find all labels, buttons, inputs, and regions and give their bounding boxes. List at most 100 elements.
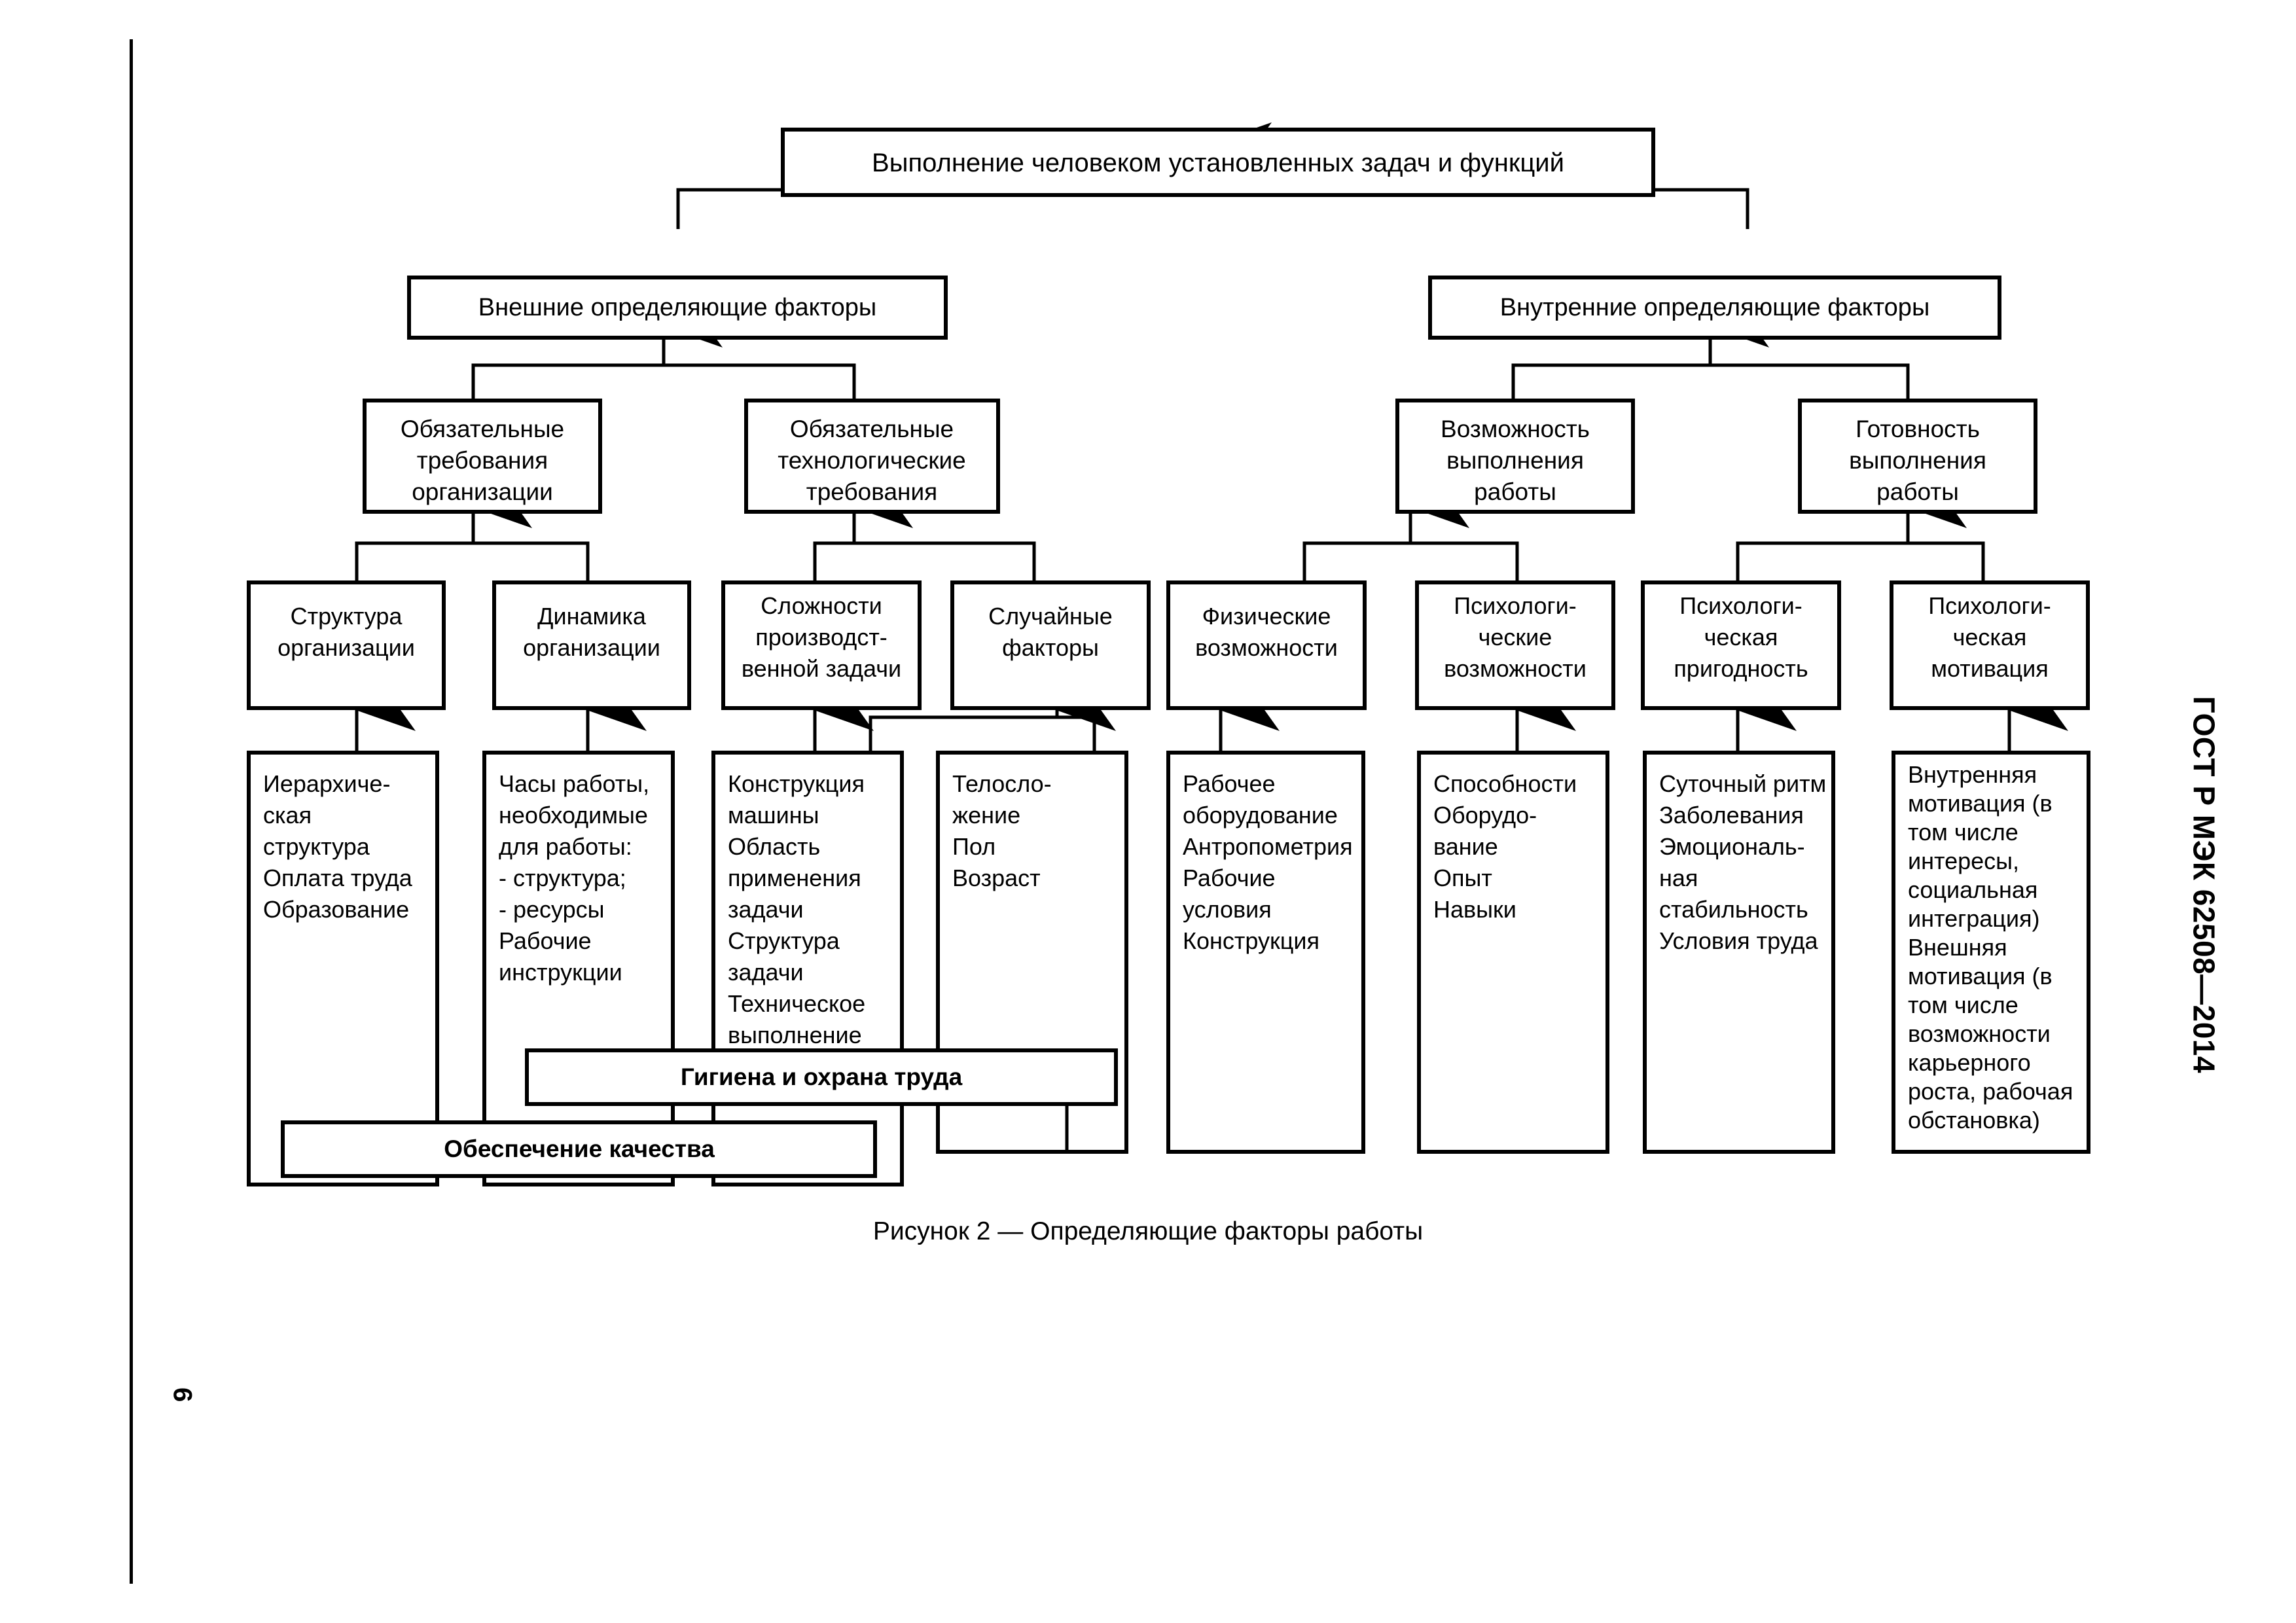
node-psychological-capabilities-line-1: Психологи- bbox=[1454, 592, 1576, 619]
leaf-2-line-5: - ресурсы bbox=[499, 896, 605, 923]
leaf-psychological-capabilities-details[interactable]: Способности Оборудо- вание Опыт Навыки bbox=[1417, 751, 1609, 1154]
node-root[interactable]: Выполнение человеком установленных задач… bbox=[781, 128, 1655, 197]
node-random-factors-line-1: Случайные bbox=[988, 603, 1113, 630]
leaf-7-line-2: Заболевания bbox=[1659, 802, 1804, 829]
leaf-8-line-9: том числе bbox=[1908, 991, 2018, 1018]
node-org-requirements[interactable]: Обязательные требования организации bbox=[363, 399, 602, 514]
node-psychological-motivation-line-2: ческая bbox=[1953, 624, 2027, 651]
node-capability-line-1: Возможность bbox=[1441, 416, 1590, 442]
connector-leaf-arrows bbox=[350, 685, 2068, 753]
leaf-4-line-3: Пол bbox=[952, 833, 996, 860]
leaf-8-line-8: мотивация (в bbox=[1908, 963, 2053, 990]
node-random-factors-line-2: факторы bbox=[1002, 634, 1099, 661]
leaf-1-line-4: Оплата труда bbox=[263, 865, 413, 891]
node-random-factors[interactable]: Случайные факторы bbox=[950, 580, 1151, 710]
leaf-2-line-6: Рабочие bbox=[499, 927, 592, 954]
leaf-4-line-4: Возраст bbox=[952, 865, 1041, 891]
leaf-6-line-5: Навыки bbox=[1433, 896, 1516, 923]
leaf-8-line-13: обстановка) bbox=[1908, 1107, 2040, 1133]
node-internal-factors-label: Внутренние определяющие факторы bbox=[1500, 294, 1930, 321]
node-task-complexity-line-2: производст- bbox=[755, 624, 888, 651]
leaf-2-line-7: инструкции bbox=[499, 959, 622, 986]
overlay-bar-quality-label: Обеспечение качества bbox=[444, 1135, 715, 1162]
leaf-7-line-1: Суточный ритм bbox=[1659, 770, 1826, 797]
leaf-7-line-6: Условия труда bbox=[1659, 927, 1819, 954]
leaf-4-line-2: жение bbox=[952, 802, 1020, 829]
leaf-psychological-aptitude-details[interactable]: Суточный ритм Заболевания Эмоциональ- на… bbox=[1643, 751, 1835, 1154]
leaf-8-line-10: возможности bbox=[1908, 1020, 2051, 1047]
leaf-6-line-2: Оборудо- bbox=[1433, 802, 1537, 829]
node-task-complexity-line-1: Сложности bbox=[761, 592, 882, 619]
leaf-1-line-5: Образование bbox=[263, 896, 409, 923]
leaf-3-line-4: применения bbox=[728, 865, 861, 891]
standard-side-label: ГОСТ Р МЭК 62508—2014 bbox=[2187, 696, 2221, 1073]
node-tech-requirements-line-3: требования bbox=[806, 478, 937, 505]
overlay-bar-quality[interactable]: Обеспечение качества bbox=[281, 1120, 877, 1178]
connector-tech-requirements bbox=[813, 482, 1036, 586]
node-readiness-line-2: выполнения bbox=[1849, 447, 1986, 474]
leaf-psychological-motivation-details[interactable]: Внутренняя мотивация (в том числе интере… bbox=[1892, 751, 2090, 1154]
leaf-physical-capabilities-details[interactable]: Рабочее оборудование Антропометрия Рабоч… bbox=[1166, 751, 1365, 1154]
figure-caption: Рисунок 2 — Определяющие факторы работы bbox=[872, 1217, 1424, 1245]
node-psychological-aptitude[interactable]: Психологи- ческая пригодность bbox=[1641, 580, 1841, 710]
leaf-5-line-5: условия bbox=[1183, 896, 1272, 923]
node-psychological-motivation-line-3: мотивация bbox=[1931, 655, 2049, 682]
node-capability[interactable]: Возможность выполнения работы bbox=[1395, 399, 1635, 514]
leaf-2-line-2: необходимые bbox=[499, 802, 648, 829]
leaf-5-line-2: оборудование bbox=[1183, 802, 1338, 829]
node-readiness[interactable]: Готовность выполнения работы bbox=[1798, 399, 2037, 514]
node-physical-capabilities[interactable]: Физические возможности bbox=[1166, 580, 1367, 710]
node-psychological-aptitude-line-2: ческая bbox=[1704, 624, 1778, 651]
leaf-3-line-5: задачи bbox=[728, 896, 804, 923]
leaf-3-line-8: Техническое bbox=[728, 990, 865, 1017]
node-org-dynamics[interactable]: Динамика организации bbox=[492, 580, 691, 710]
node-internal-factors[interactable]: Внутренние определяющие факторы bbox=[1428, 276, 2001, 340]
leaf-task-complexity-details[interactable]: Конструкция машины Область применения за… bbox=[711, 751, 904, 1186]
overlay-bar-hygiene[interactable]: Гигиена и охрана труда bbox=[525, 1048, 1118, 1106]
node-org-dynamics-line-1: Динамика bbox=[537, 603, 647, 630]
page-number: 9 bbox=[169, 1387, 198, 1402]
node-psychological-capabilities-line-2: ческие bbox=[1479, 624, 1552, 651]
leaf-7-line-4: ная bbox=[1659, 865, 1698, 891]
node-readiness-line-3: работы bbox=[1876, 478, 1959, 505]
node-org-dynamics-line-2: организации bbox=[523, 634, 660, 661]
connector-org-requirements bbox=[355, 482, 590, 586]
overlay-bar-hygiene-label: Гигиена и охрана труда bbox=[681, 1063, 963, 1090]
node-psychological-capabilities-line-3: возможности bbox=[1444, 655, 1587, 682]
leaf-org-structure-details[interactable]: Иерархиче- ская структура Оплата труда О… bbox=[247, 751, 439, 1186]
connector-hygiene-elbow bbox=[1065, 1104, 1116, 1154]
node-psychological-capabilities[interactable]: Психологи- ческие возможности bbox=[1415, 580, 1615, 710]
leaf-7-line-5: стабильность bbox=[1659, 896, 1808, 923]
node-org-structure-line-2: организации bbox=[278, 634, 415, 661]
node-tech-requirements-line-2: технологические bbox=[778, 447, 966, 474]
leaf-2-line-3: для работы: bbox=[499, 833, 632, 860]
leaf-1-line-2: ская bbox=[263, 802, 312, 829]
node-tech-requirements[interactable]: Обязательные технологические требования bbox=[744, 399, 1000, 514]
leaf-8-line-3: том числе bbox=[1908, 819, 2018, 846]
node-capability-line-3: работы bbox=[1474, 478, 1556, 505]
leaf-5-line-1: Рабочее bbox=[1183, 770, 1276, 797]
node-root-label: Выполнение человеком установленных задач… bbox=[872, 149, 1564, 177]
leaf-2-line-1: Часы работы, bbox=[499, 770, 649, 797]
node-readiness-line-1: Готовность bbox=[1856, 416, 1980, 442]
leaf-8-line-2: мотивация (в bbox=[1908, 790, 2053, 817]
leaf-1-line-3: структура bbox=[263, 833, 370, 860]
node-psychological-motivation[interactable]: Психологи- ческая мотивация bbox=[1890, 580, 2090, 710]
leaf-5-line-6: Конструкция bbox=[1183, 927, 1319, 954]
node-tech-requirements-line-1: Обязательные bbox=[790, 416, 954, 442]
leaf-8-line-12: роста, рабочая bbox=[1908, 1078, 2073, 1105]
node-external-factors[interactable]: Внешние определяющие факторы bbox=[407, 276, 948, 340]
leaf-org-dynamics-details[interactable]: Часы работы, необходимые для работы: - с… bbox=[482, 751, 675, 1186]
node-capability-line-2: выполнения bbox=[1446, 447, 1584, 474]
node-org-requirements-line-3: организации bbox=[412, 478, 553, 505]
leaf-2-line-4: - структура; bbox=[499, 865, 626, 891]
node-physical-capabilities-line-1: Физические bbox=[1202, 603, 1331, 630]
leaf-8-line-5: социальная bbox=[1908, 876, 2037, 903]
leaf-6-line-4: Опыт bbox=[1433, 865, 1492, 891]
leaf-1-line-1: Иерархиче- bbox=[263, 770, 390, 797]
node-org-structure[interactable]: Структура организации bbox=[247, 580, 446, 710]
node-psychological-aptitude-line-1: Психологи- bbox=[1679, 592, 1802, 619]
node-task-complexity[interactable]: Сложности производст- венной задачи bbox=[721, 580, 922, 710]
